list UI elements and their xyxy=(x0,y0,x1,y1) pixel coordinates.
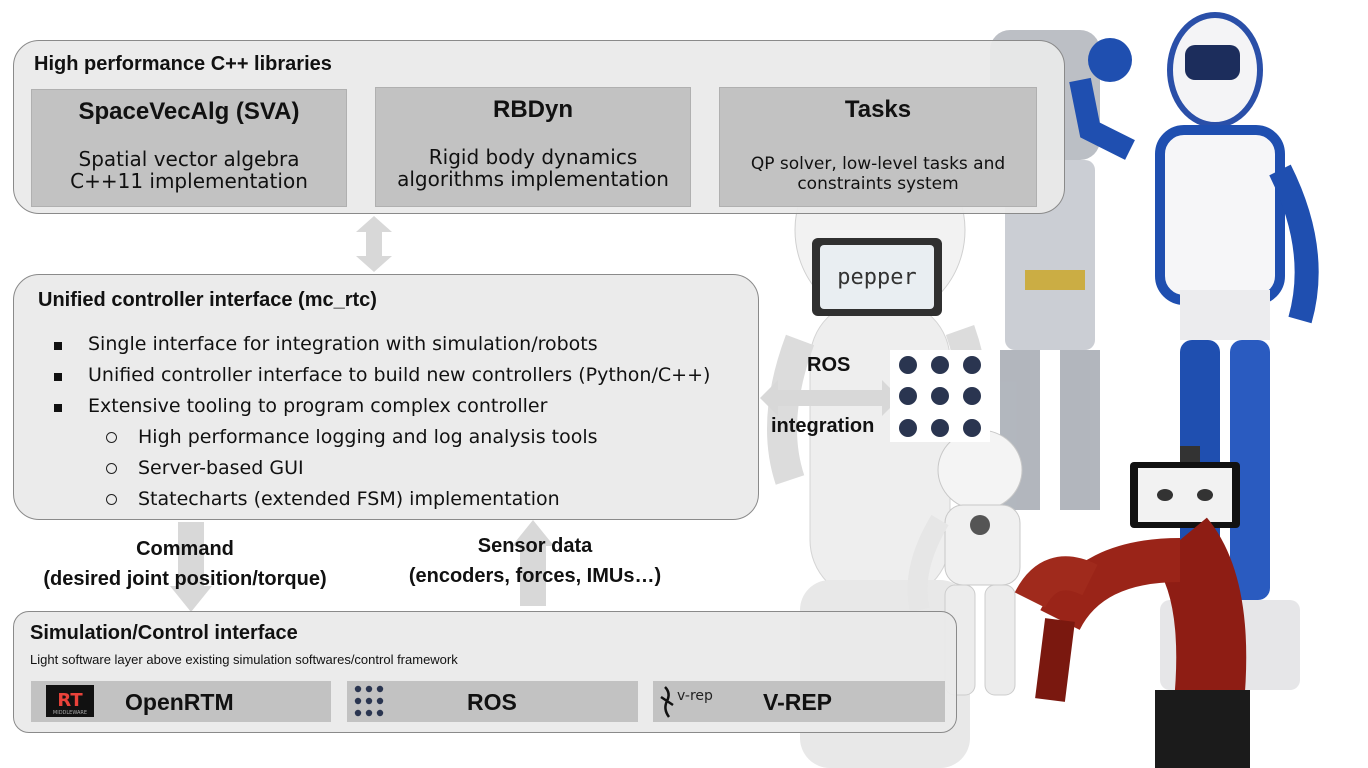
bullet-text: Unified controller interface to build ne… xyxy=(88,364,711,386)
simulation-panel: Simulation/Control interface Light softw… xyxy=(13,611,957,733)
sensor-label-line: (encoders, forces, IMUs…) xyxy=(408,565,662,587)
library-box-tasks: Tasks QP solver, low-level tasks and con… xyxy=(719,87,1037,207)
sub-bullet-text: Statecharts (extended FSM) implementatio… xyxy=(138,488,560,510)
bullet-text: Extensive tooling to program complex con… xyxy=(88,395,548,417)
library-description-line: Rigid body dynamics xyxy=(428,145,638,169)
platform-ros: ROS xyxy=(347,681,638,722)
command-arrow-down xyxy=(170,522,212,612)
ros-integration-label-top: ROS xyxy=(807,354,851,376)
sensor-label: Sensor data (encoders, forces, IMUs…) xyxy=(380,531,690,591)
simulation-title: Simulation/Control interface xyxy=(30,622,298,644)
controller-panel: Unified controller interface (mc_rtc) Si… xyxy=(13,274,759,520)
library-name: SpaceVecAlg (SVA) xyxy=(78,98,300,125)
platform-label: V-REP xyxy=(763,689,833,715)
square-bullet-icon xyxy=(54,404,62,412)
library-description-line: constraints system xyxy=(797,174,959,194)
library-name: Tasks xyxy=(844,96,912,123)
ros-logo-icon xyxy=(890,350,990,442)
double-arrow-horizontal xyxy=(760,380,900,416)
sub-bullet-text: High performance logging and log analysi… xyxy=(138,426,598,448)
square-bullet-icon xyxy=(54,342,62,350)
sub-bullet-text: Server-based GUI xyxy=(138,457,304,479)
platform-openrtm: RT MIDDLEWARE OpenRTM xyxy=(31,681,331,722)
ros-integration-label-bottom: integration xyxy=(771,415,875,437)
circle-bullet-icon xyxy=(106,494,117,505)
sawyer-robot-arm xyxy=(1014,446,1250,768)
library-description-line: QP solver, low-level tasks and xyxy=(750,154,1006,174)
pepper-screen-text: pepper xyxy=(837,265,916,290)
circle-bullet-icon xyxy=(106,432,117,443)
library-description-line: algorithms implementation xyxy=(397,167,669,191)
library-box-rbdyn: RBDyn Rigid body dynamics algorithms imp… xyxy=(375,87,691,207)
sensor-label-line: Sensor data xyxy=(477,535,593,557)
command-label-line: (desired joint position/torque) xyxy=(43,568,327,590)
bullet-text: Single interface for integration with si… xyxy=(88,333,598,355)
library-description-line: Spatial vector algebra xyxy=(78,147,300,171)
library-description: Rigid body dynamics algorithms implement… xyxy=(376,146,690,190)
sensor-arrow-up xyxy=(512,520,554,606)
vrep-logo-text: v-rep xyxy=(677,688,713,704)
library-description: Spatial vector algebra C++11 implementat… xyxy=(32,148,346,192)
openrtm-logo-text: RT xyxy=(57,690,83,711)
platform-vrep: v-rep V-REP xyxy=(653,681,945,722)
command-label: Command (desired joint position/torque) xyxy=(20,534,350,594)
command-label-line: Command xyxy=(136,538,234,560)
libraries-title: High performance C++ libraries xyxy=(34,53,332,75)
libraries-panel: High performance C++ libraries SpaceVecA… xyxy=(13,40,1065,214)
library-description-line: C++11 implementation xyxy=(70,169,308,193)
library-description: QP solver, low-level tasks and constrain… xyxy=(720,154,1036,194)
simulation-subtitle: Light software layer above existing simu… xyxy=(30,652,458,667)
vrep-logo-icon: v-rep xyxy=(660,686,713,718)
library-name: RBDyn xyxy=(492,96,573,123)
ros-small-logo-icon xyxy=(354,685,384,717)
openrtm-logo-icon: RT MIDDLEWARE xyxy=(46,685,94,717)
openrtm-logo-subtext: MIDDLEWARE xyxy=(53,710,87,716)
platform-label: OpenRTM xyxy=(125,689,234,715)
nao-robot xyxy=(907,429,1023,696)
controller-title: Unified controller interface (mc_rtc) xyxy=(38,289,377,311)
library-box-sva: SpaceVecAlg (SVA) Spatial vector algebra… xyxy=(31,89,347,207)
double-arrow-vertical xyxy=(356,216,392,272)
circle-bullet-icon xyxy=(106,463,117,474)
platform-label: ROS xyxy=(467,689,517,715)
square-bullet-icon xyxy=(54,373,62,381)
